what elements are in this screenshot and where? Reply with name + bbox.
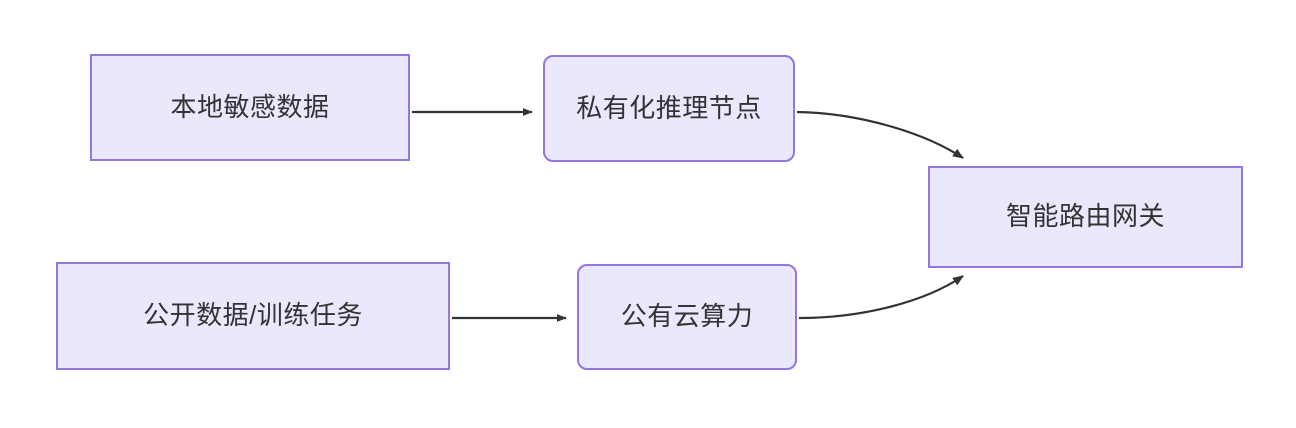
node-public-cloud-compute[interactable]: 公有云算力 (577, 264, 797, 370)
node-private-inference[interactable]: 私有化推理节点 (543, 55, 795, 162)
node-smart-routing-gateway[interactable]: 智能路由网关 (928, 166, 1243, 268)
node-label: 本地敏感数据 (170, 91, 330, 122)
node-local-data[interactable]: 本地敏感数据 (90, 54, 410, 161)
node-label: 公开数据/训练任务 (143, 300, 363, 331)
edge-infer-to-gateway (796, 110, 964, 159)
node-label: 智能路由网关 (1005, 201, 1165, 232)
node-label: 公有云算力 (620, 301, 754, 332)
node-label: 私有化推理节点 (576, 92, 762, 123)
edge-cloud-to-gateway (798, 275, 964, 320)
node-public-data-training[interactable]: 公开数据/训练任务 (56, 262, 450, 370)
